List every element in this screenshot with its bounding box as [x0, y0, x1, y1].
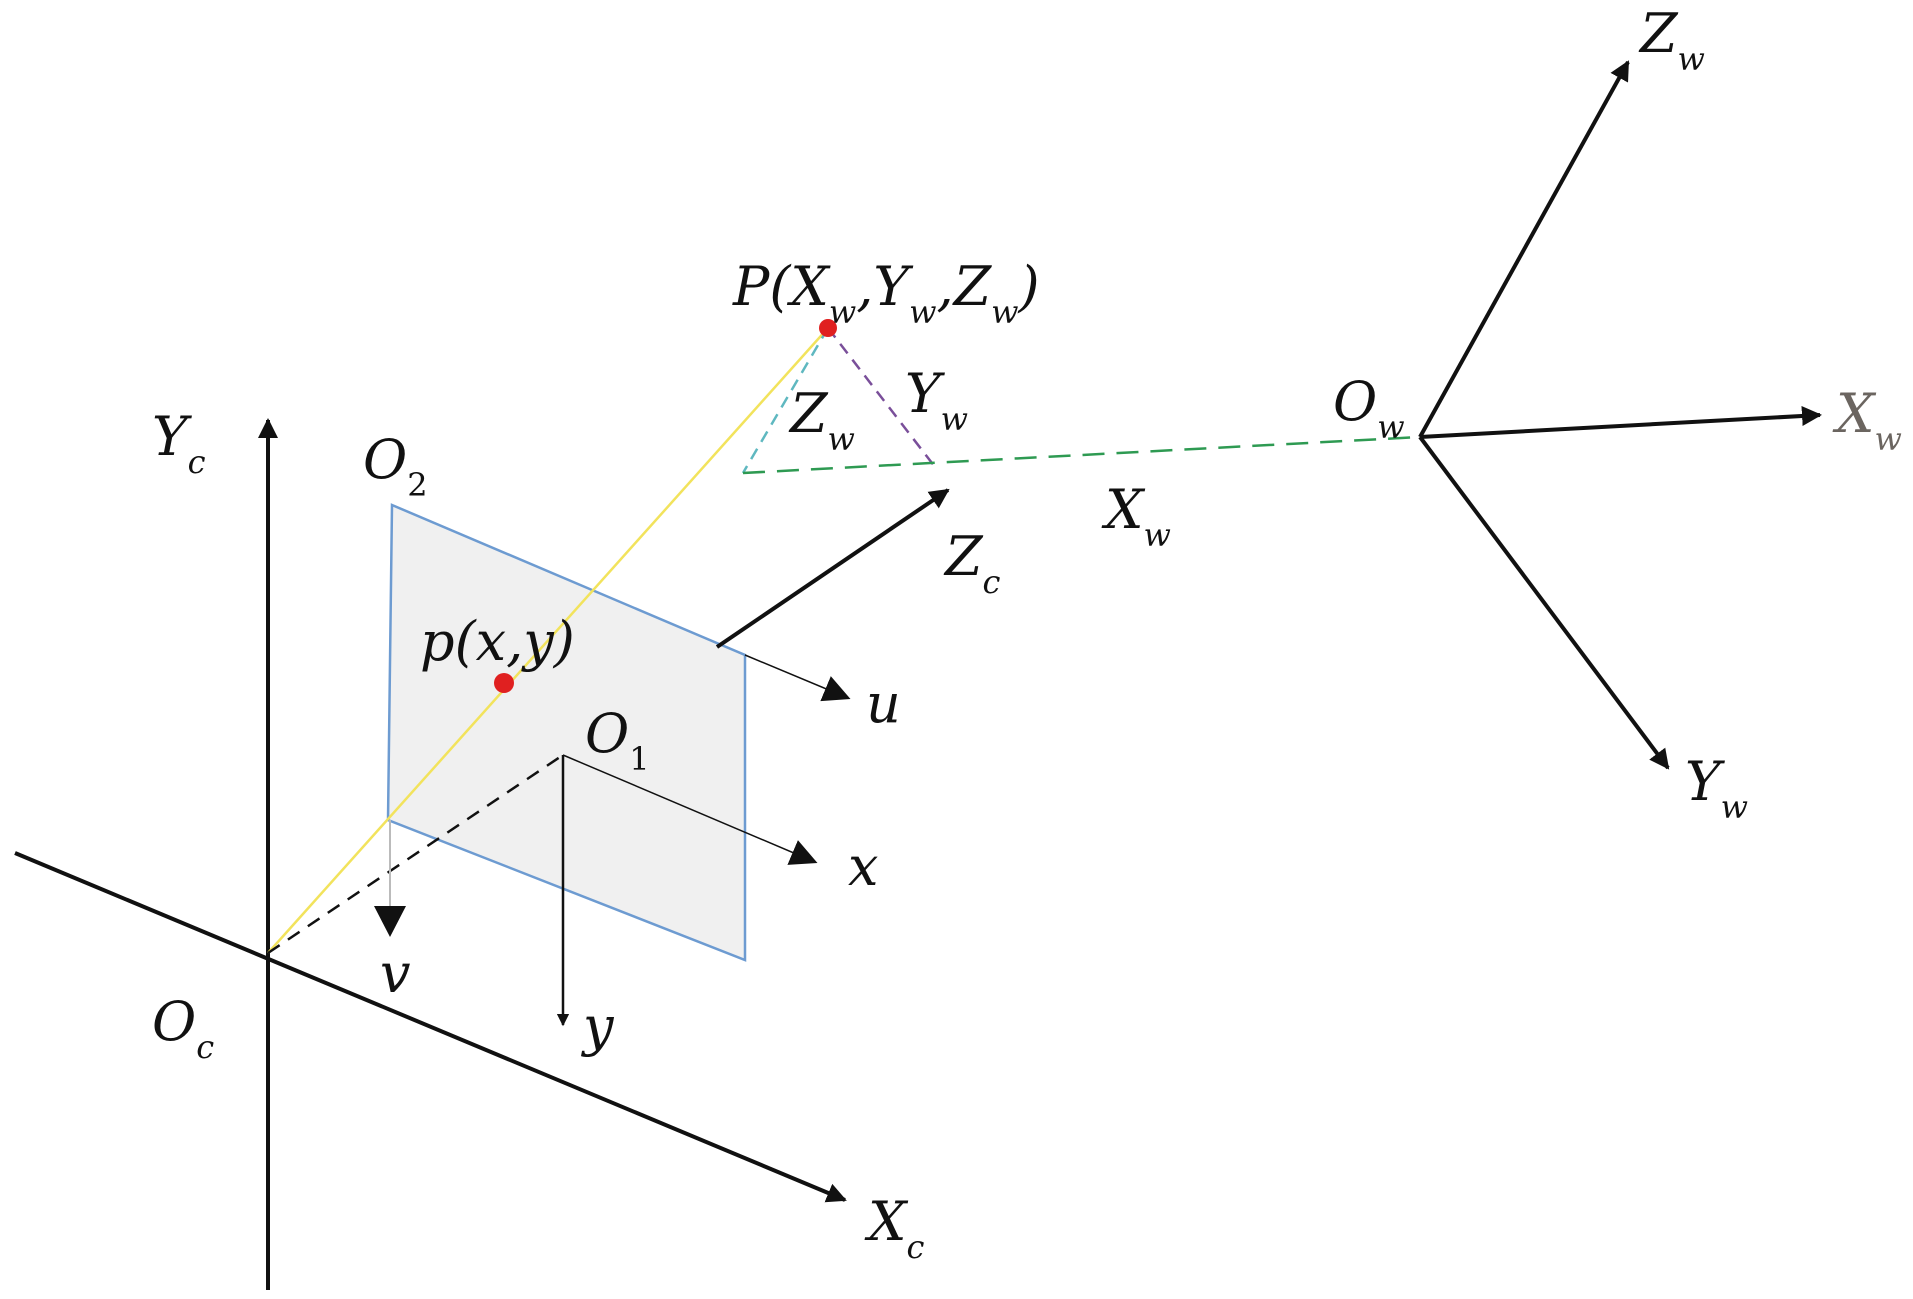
label-ow: Ow: [1333, 370, 1405, 446]
optical-dashed-line: [267, 753, 564, 955]
label-u: u: [866, 672, 901, 735]
world-zw-axis: [1418, 60, 1630, 438]
label-y: y: [581, 995, 615, 1058]
world-yw-axis: [1418, 435, 1670, 770]
world-xw-axis: [1419, 406, 1822, 439]
label-o2: O2: [363, 428, 428, 504]
label-x: x: [848, 835, 878, 898]
label-v: v: [380, 942, 411, 1005]
label-yc: Yc: [152, 405, 206, 481]
label-xw-mid: Xw: [1101, 478, 1171, 554]
dash-teal-zw: [741, 327, 830, 474]
image-u-axis: [744, 654, 851, 702]
projection-ray: [267, 327, 829, 954]
image-x-axis: [562, 754, 818, 865]
v-arrowhead: [374, 906, 406, 937]
label-xc: Xc: [864, 1190, 924, 1266]
label-zc: Zc: [943, 525, 1001, 601]
camera-zc-axis: [715, 488, 950, 649]
camera-xc-axis: [14, 851, 847, 1203]
label-yw: Yw: [1685, 750, 1748, 826]
image-plane: [386, 503, 747, 962]
dash-purple-yw: [827, 327, 936, 468]
label-world-point: P(Xw,Yw,Zw): [732, 255, 1040, 331]
label-image-point: p(x,y): [420, 610, 575, 673]
label-o1: O1: [585, 702, 650, 778]
label-yw-small: Yw: [905, 362, 968, 438]
label-oc: Oc: [152, 990, 214, 1066]
label-xw: Xw: [1832, 382, 1902, 458]
label-zw: Zw: [1638, 2, 1705, 78]
label-zw-small: Zw: [788, 382, 855, 458]
world-point-P: [819, 319, 837, 337]
dash-green-xw: [742, 435, 1421, 475]
image-point-p: [494, 673, 514, 693]
